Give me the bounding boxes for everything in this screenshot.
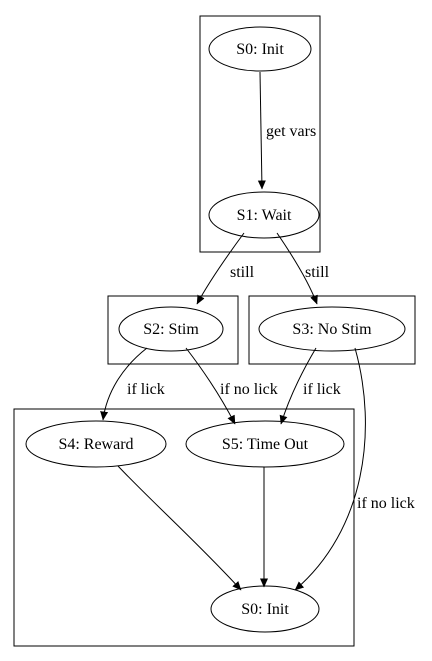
cluster-no-stim bbox=[248, 295, 416, 365]
edge-s1-to-s3: still bbox=[276, 232, 330, 305]
node-s0-init-bottom: S0: Init bbox=[210, 585, 320, 633]
edge-label-if-no-lick-right: if no lick bbox=[357, 495, 415, 512]
node-label-s3: S3: No Stim bbox=[292, 321, 372, 338]
edge-s1-to-s2: still bbox=[196, 232, 255, 305]
node-label-s0-bottom: S0: Init bbox=[241, 601, 289, 618]
edge-s3-to-s0: if no lick bbox=[294, 347, 415, 591]
cluster-outcomes bbox=[13, 408, 355, 647]
cluster-init-wait bbox=[199, 15, 321, 253]
cluster-stim bbox=[107, 295, 239, 365]
node-s3-no-stim: S3: No Stim bbox=[258, 306, 406, 352]
edge-label-get-vars: get vars bbox=[266, 123, 316, 140]
edge-label-if-lick-left: if lick bbox=[127, 381, 165, 398]
edge-s4-to-s0 bbox=[117, 465, 242, 591]
node-s5-time-out: S5: Time Out bbox=[185, 420, 345, 468]
node-label-s5: S5: Time Out bbox=[222, 436, 309, 453]
edge-s2-to-s5: if no lick bbox=[185, 347, 278, 425]
node-s1-wait: S1: Wait bbox=[208, 191, 320, 239]
node-s4-reward: S4: Reward bbox=[25, 420, 167, 468]
edge-label-if-no-lick-left: if no lick bbox=[220, 381, 278, 398]
edge-label-if-lick-right: if lick bbox=[303, 381, 341, 398]
node-label-s4: S4: Reward bbox=[58, 436, 133, 453]
edge-s2-to-s4: if lick bbox=[100, 347, 165, 421]
edge-label-still-right: still bbox=[305, 264, 330, 281]
node-s2-stim: S2: Stim bbox=[118, 306, 224, 352]
node-s0-init-top: S0: Init bbox=[208, 26, 312, 72]
edge-s3-to-s5: if lick bbox=[279, 347, 341, 425]
node-label-s2: S2: Stim bbox=[143, 321, 199, 338]
edge-label-still-left: still bbox=[230, 264, 255, 281]
node-label-s0-top: S0: Init bbox=[236, 41, 284, 58]
edge-s0-to-s1: get vars bbox=[257, 71, 316, 190]
node-label-s1: S1: Wait bbox=[237, 207, 292, 224]
